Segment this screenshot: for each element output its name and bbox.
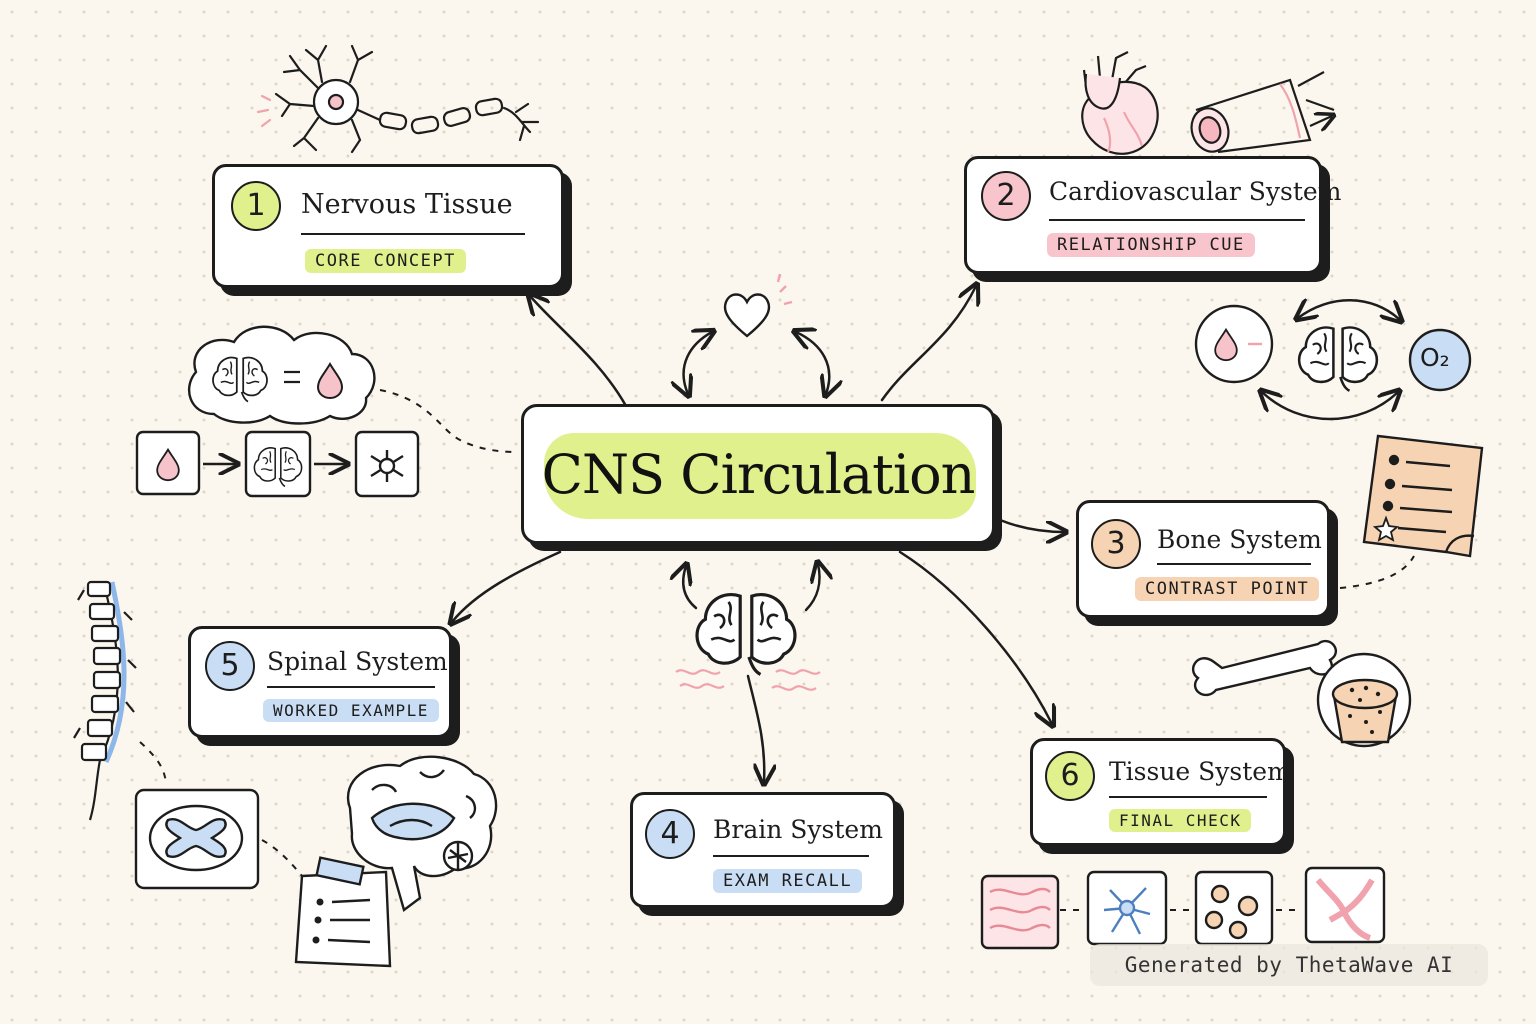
brain-icon bbox=[695, 592, 797, 676]
node-tag: FINAL CHECK bbox=[1109, 809, 1252, 832]
node-title: Nervous Tissue bbox=[301, 189, 513, 220]
bone-icon bbox=[1191, 639, 1337, 697]
bone-tissue-icon bbox=[1316, 652, 1412, 748]
node-number-badge: 6 bbox=[1045, 751, 1095, 801]
node-title: Bone System bbox=[1157, 525, 1322, 554]
star-icon bbox=[1372, 515, 1400, 542]
node-divider bbox=[1049, 219, 1305, 221]
center-highlight bbox=[544, 433, 976, 519]
node-bone-system[interactable]: 3 Bone System CONTRAST POINT bbox=[1076, 500, 1330, 618]
node-divider bbox=[713, 855, 869, 857]
heart-anatomy-icon bbox=[1081, 51, 1159, 155]
oxygen-label: O₂ bbox=[1420, 343, 1450, 372]
node-number-badge: 1 bbox=[231, 181, 281, 231]
node-number-badge: 2 bbox=[981, 171, 1031, 221]
node-spinal-system[interactable]: 5 Spinal System WORKED EXAMPLE bbox=[188, 626, 452, 738]
node-title: Brain System bbox=[713, 815, 883, 844]
spine-icon bbox=[73, 580, 137, 821]
node-tissue-system[interactable]: 6 Tissue System FINAL CHECK bbox=[1030, 738, 1291, 846]
thought-cloud bbox=[187, 325, 376, 425]
node-tag: CORE CONCEPT bbox=[305, 249, 466, 273]
center-node[interactable]: CNS Circulation bbox=[521, 404, 995, 544]
notes-icon bbox=[294, 856, 392, 968]
brain-waves bbox=[675, 669, 821, 691]
spinal-cord-section-icon bbox=[134, 788, 260, 890]
oxygen-icon bbox=[1408, 328, 1472, 392]
heart-icon bbox=[723, 273, 793, 338]
node-number-badge: 5 bbox=[205, 641, 255, 691]
node-number-badge: 3 bbox=[1091, 519, 1141, 569]
node-brain-system[interactable]: 4 Brain System EXAM RECALL bbox=[630, 792, 896, 908]
process-boxes bbox=[135, 430, 420, 498]
node-divider bbox=[1109, 796, 1267, 798]
node-cardiovascular-system[interactable]: 2 Cardiovascular System RELATIONSHIP CUE bbox=[964, 156, 1341, 274]
node-tag: CONTRAST POINT bbox=[1135, 577, 1320, 601]
node-tag: RELATIONSHIP CUE bbox=[1047, 233, 1255, 257]
node-divider bbox=[301, 233, 525, 235]
node-number-badge: 4 bbox=[645, 809, 695, 859]
node-tag: WORKED EXAMPLE bbox=[263, 699, 439, 722]
node-title: Spinal System bbox=[267, 647, 448, 676]
node-divider bbox=[267, 686, 435, 688]
center-title: CNS Circulation bbox=[541, 443, 976, 506]
neuron-icon bbox=[256, 44, 540, 154]
node-title: Cardiovascular System bbox=[1049, 177, 1342, 206]
blood-vessel-icon bbox=[1190, 71, 1334, 154]
node-nervous-tissue[interactable]: 1 Nervous Tissue CORE CONCEPT bbox=[212, 164, 564, 288]
connector-arrows bbox=[452, 286, 1400, 782]
tissue-sample-icon bbox=[980, 866, 1386, 950]
brain-icon bbox=[1297, 326, 1379, 393]
footer-credit: Generated by ThetaWave AI bbox=[1090, 944, 1488, 986]
exchange-cycle bbox=[1194, 304, 1472, 393]
dashed-leaders bbox=[139, 389, 1415, 911]
node-tag: EXAM RECALL bbox=[713, 869, 863, 893]
node-divider bbox=[1157, 563, 1311, 565]
brain-sagittal-icon bbox=[346, 755, 498, 913]
node-title: Tissue System bbox=[1109, 757, 1291, 786]
